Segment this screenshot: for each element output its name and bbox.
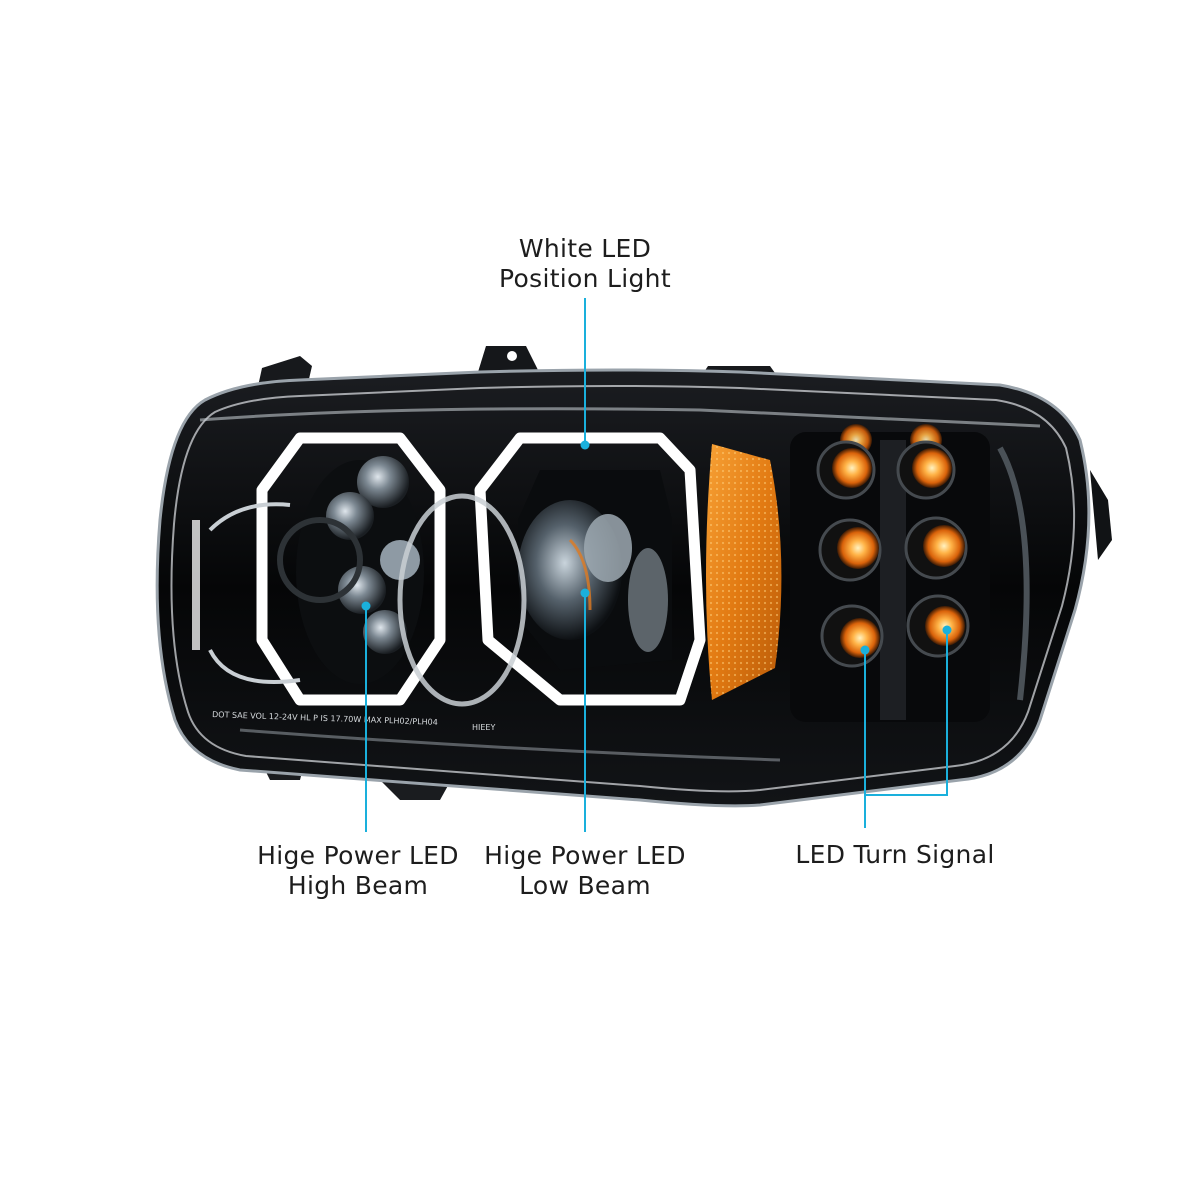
high-beam-module	[256, 432, 446, 706]
callout-line2: High Beam	[287, 871, 429, 900]
turn-signal-module	[790, 424, 1030, 722]
callout-low-beam: Hige Power LED Low Beam	[473, 841, 697, 901]
dot-turn-signal-right	[942, 625, 952, 635]
callout-line1: Hige Power LED	[257, 841, 459, 870]
dot-position-light	[580, 440, 590, 450]
callout-high-beam: Hige Power LED High Beam	[246, 841, 470, 901]
callout-line-turn-signal	[864, 630, 948, 796]
callout-line2: Position Light	[499, 264, 671, 293]
dot-high-beam	[361, 601, 371, 611]
callout-line2: Low Beam	[519, 871, 651, 900]
callout-turn-signal: LED Turn Signal	[785, 840, 1005, 870]
lens-code: HIEEY	[472, 723, 495, 732]
callout-line1: White LED	[518, 234, 652, 263]
callout-line1: Hige Power LED	[484, 841, 686, 870]
low-beam-module	[474, 432, 706, 706]
callout-lines	[365, 298, 948, 832]
amber-reflector	[706, 444, 782, 700]
callout-line1: LED Turn Signal	[795, 840, 995, 869]
dot-low-beam	[580, 588, 590, 598]
dot-turn-signal-left	[860, 645, 870, 655]
callout-position-light: White LED Position Light	[475, 234, 695, 294]
callout-dots	[361, 440, 952, 655]
